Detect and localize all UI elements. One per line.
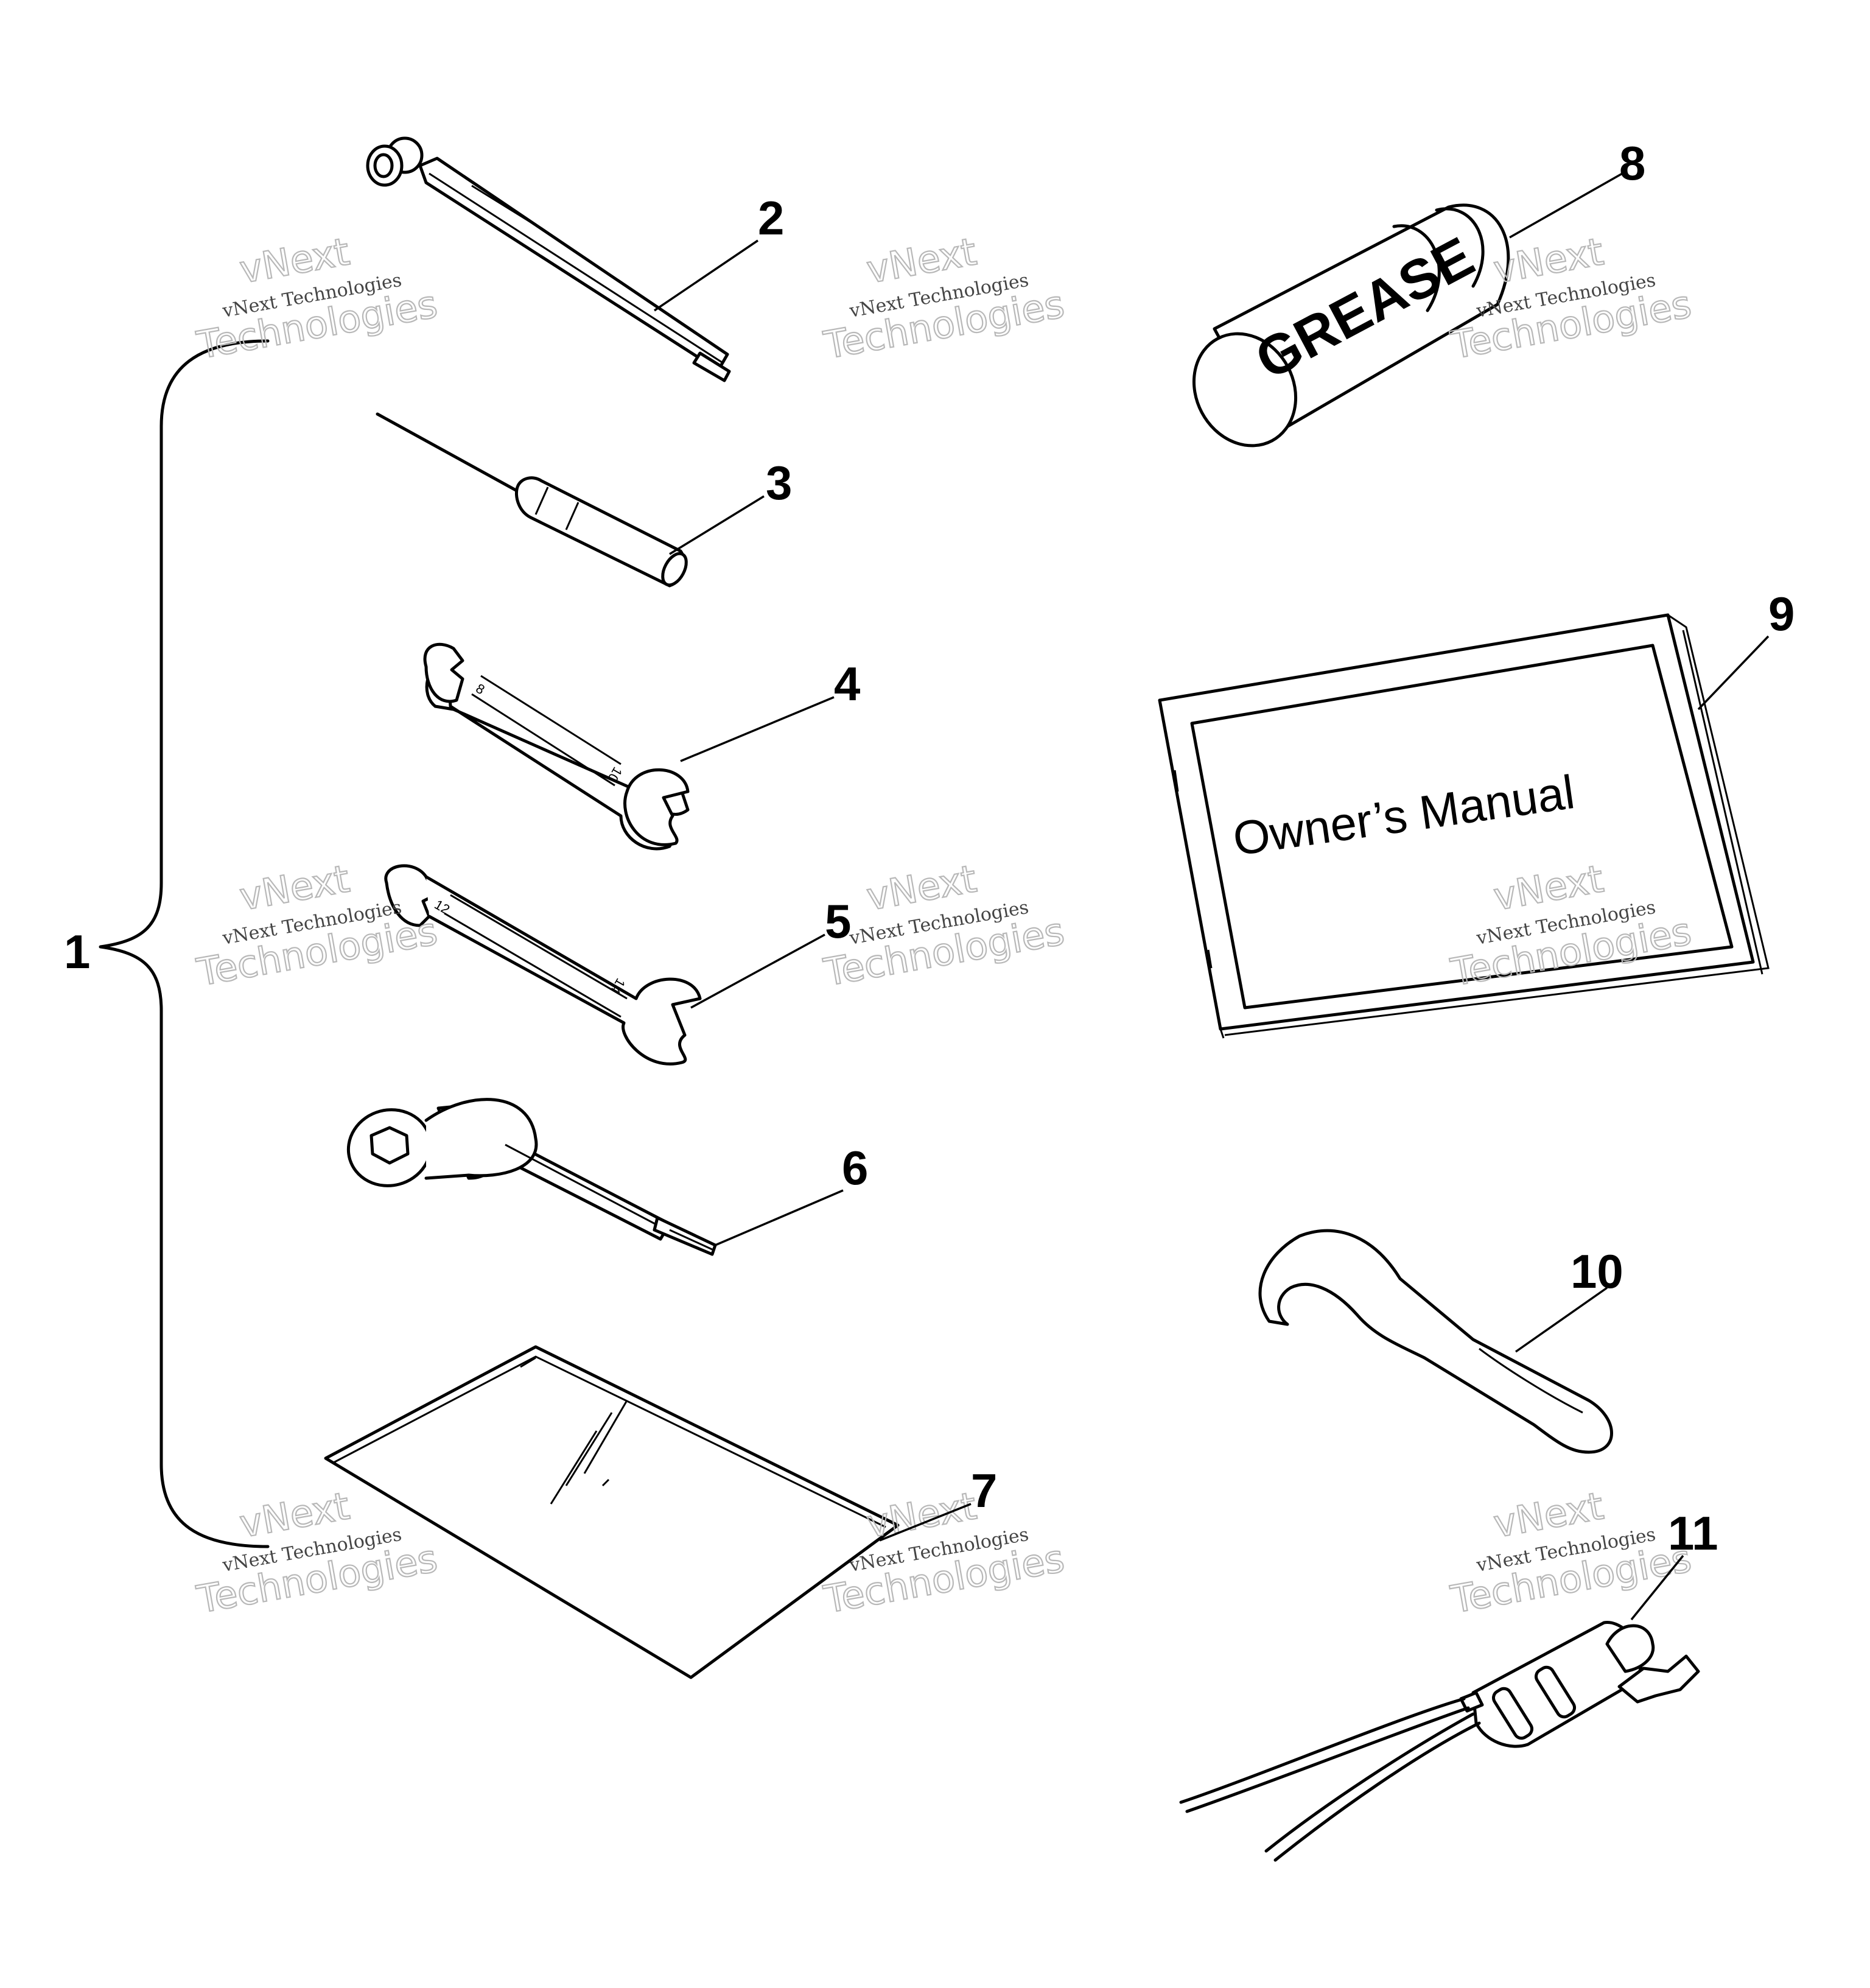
callout-11: 11 [1668,1506,1718,1560]
callout-6: 6 [842,1141,868,1195]
callout-4: 4 [834,657,860,711]
callout-9: 9 [1768,587,1795,641]
owners-manual-illustration: Owner’s Manual [1158,613,1770,1039]
wrench-12-14-illustration: 12 14 [384,864,702,1066]
leader-lines [654,172,1770,1621]
harness-connector-illustration [1179,1621,1700,1862]
leader-3 [669,495,765,555]
tire-gauge-illustration [366,136,731,382]
callout-1: 1 [64,925,90,978]
leader-5 [690,933,825,1009]
spanner-wrench-illustration [1258,1229,1613,1454]
leader-7 [879,1503,972,1542]
tool-pouch-illustration [324,1345,900,1679]
wrench-8-10-illustration: 8 10 [423,642,690,851]
leader-2 [654,239,758,312]
watermark-2: vNext vNext Technologies Technologies [820,228,1068,368]
leader-4 [680,696,835,762]
leader-6 [715,1189,844,1246]
callout-5: 5 [825,894,851,948]
callout-labels: 1 2 3 4 5 6 7 8 9 10 11 [64,136,1795,1560]
wrench-8-10-mark-small: 8 [474,681,488,698]
leader-9 [1697,635,1770,711]
tool-kit-bracket [99,339,270,1548]
callout-3: 3 [766,456,792,510]
leader-10 [1515,1287,1608,1353]
watermark-1: vNext vNext Technologies Technologies [193,228,441,368]
leader-8 [1509,172,1623,239]
screwdriver-illustration [376,412,688,588]
callout-2: 2 [758,191,784,245]
callout-7: 7 [971,1464,997,1517]
watermark-9: vNext vNext Technologies Technologies [1447,1483,1695,1623]
spark-plug-wrench-illustration [346,1098,717,1256]
callout-10: 10 [1571,1245,1623,1298]
callout-8: 8 [1619,136,1645,190]
leader-11 [1630,1554,1684,1621]
